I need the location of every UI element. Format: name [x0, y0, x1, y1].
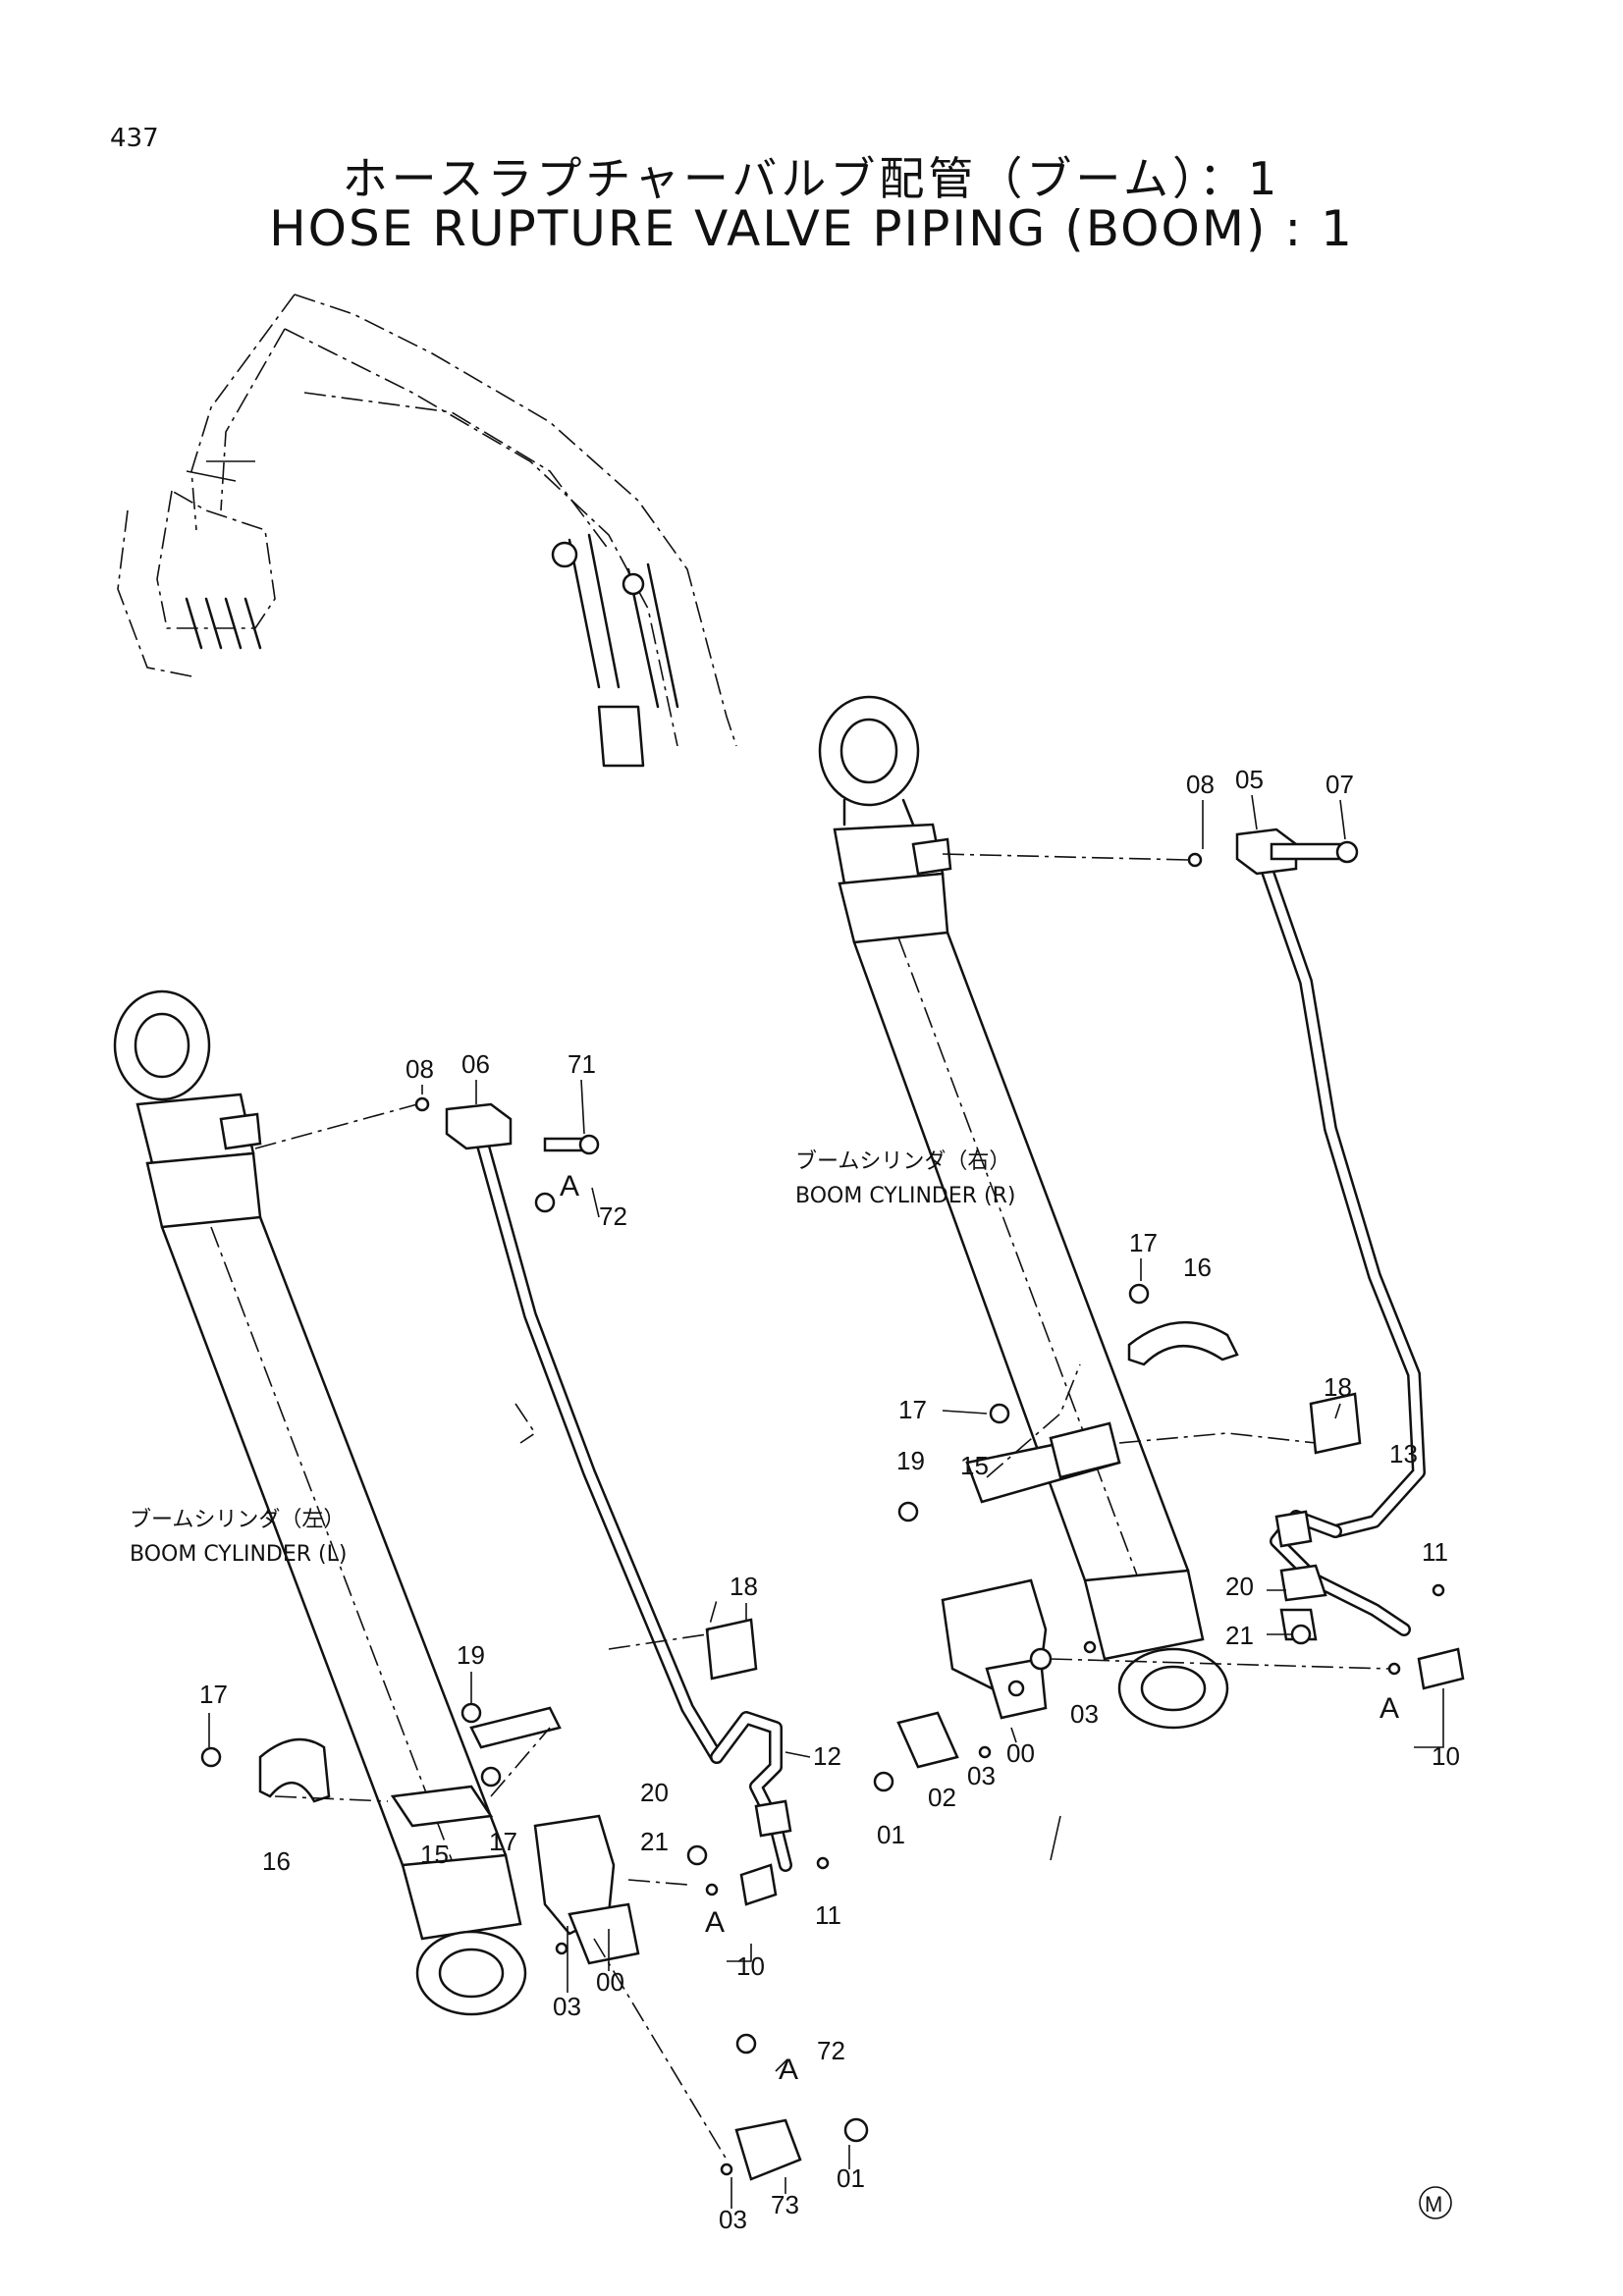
- part-label: 19: [896, 1446, 925, 1475]
- part-label: 72: [599, 1201, 627, 1231]
- part-label: A: [705, 1906, 725, 1939]
- part-label: A: [1380, 1692, 1399, 1725]
- part-label: 72: [817, 2036, 845, 2065]
- part-label: 17: [489, 1827, 517, 1856]
- part-label: 20: [640, 1778, 669, 1807]
- caption-left-jp: ブームシリンダ（左）: [130, 1508, 345, 1532]
- label-leaders: [208, 794, 1444, 2209]
- cylinder-captions: ブームシリンダ（右） BOOM CYLINDER (R) ブームシリンダ（左） …: [130, 1149, 1016, 1567]
- caption-left-en: BOOM CYLINDER (L): [130, 1542, 347, 1567]
- part-label: 03: [553, 1992, 581, 2021]
- circled-m-mark: M: [1419, 2186, 1452, 2219]
- part-label: 03: [1070, 1699, 1099, 1729]
- part-label: 05: [1235, 765, 1264, 794]
- part-label: 11: [1422, 1537, 1448, 1567]
- mark-letter: M: [1425, 2192, 1442, 2216]
- fittings-and-bolts: [200, 840, 1445, 2176]
- part-label: 03: [967, 1761, 996, 1790]
- part-label: 11: [815, 1900, 841, 1930]
- part-label: 21: [1225, 1621, 1254, 1650]
- part-label: 08: [406, 1054, 434, 1084]
- left-pipe-assembly: [445, 1102, 792, 1872]
- part-number-labels: 08 05 07 08 06 71 72 A 17 16 17 18 19 15…: [199, 765, 1460, 2234]
- part-label: 71: [568, 1049, 596, 1079]
- excavator-overview-illustration: [117, 294, 737, 768]
- part-label: 08: [1186, 770, 1215, 799]
- part-label: 17: [1129, 1228, 1158, 1257]
- part-label: 19: [457, 1640, 485, 1670]
- boom-cylinder-left: [113, 989, 527, 2016]
- part-label: 12: [813, 1741, 841, 1771]
- part-label: 00: [1006, 1738, 1035, 1768]
- page-number: 437: [110, 124, 159, 153]
- part-label: 10: [1432, 1741, 1460, 1771]
- caption-right-en: BOOM CYLINDER (R): [795, 1184, 1016, 1208]
- part-label: 20: [1225, 1572, 1254, 1601]
- part-label: A: [779, 2054, 798, 2086]
- left-clamps-and-brackets: [258, 1618, 802, 2181]
- part-label: 15: [420, 1840, 449, 1869]
- part-label: 17: [199, 1680, 228, 1709]
- page-title-japanese: ホースラプチャーバルブ配管（ブーム）：1: [342, 152, 1281, 205]
- leader-lines: [254, 853, 1390, 2161]
- part-label: 02: [928, 1783, 956, 1812]
- part-label: 18: [1324, 1372, 1352, 1402]
- part-label: 13: [1389, 1439, 1418, 1468]
- part-label: 17: [898, 1395, 927, 1424]
- part-label: 01: [877, 1820, 905, 1849]
- page-title-english: HOSE RUPTURE VALVE PIPING (BOOM) : 1: [269, 200, 1354, 257]
- boom-cylinder-right: [818, 695, 1229, 1730]
- right-clamps-and-brackets: [896, 1320, 1465, 1769]
- part-label: 15: [960, 1451, 989, 1480]
- part-label: 73: [771, 2190, 799, 2219]
- part-label: 00: [596, 1967, 624, 1997]
- right-pipe-assembly: [1235, 828, 1426, 1641]
- part-label: 16: [262, 1846, 291, 1876]
- part-label: 18: [730, 1572, 758, 1601]
- part-label: 01: [837, 2163, 865, 2193]
- part-label: 21: [640, 1827, 669, 1856]
- part-label: 07: [1325, 770, 1354, 799]
- caption-right-jp: ブームシリンダ（右）: [795, 1149, 1010, 1174]
- part-label: 16: [1183, 1253, 1212, 1282]
- part-label: A: [560, 1170, 579, 1202]
- part-label: 03: [719, 2205, 747, 2234]
- part-label: 06: [461, 1049, 490, 1079]
